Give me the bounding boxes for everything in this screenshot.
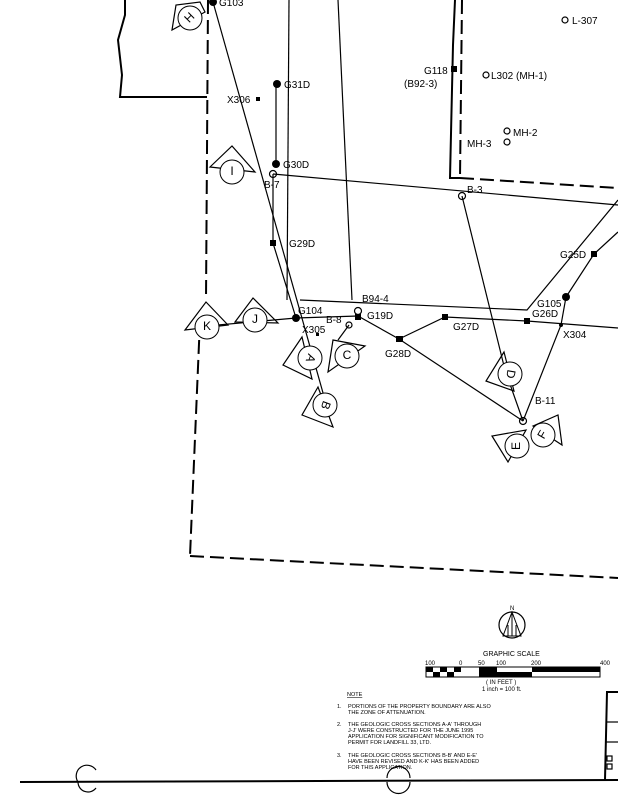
svg-text:PERMIT FOR LANDFILL 33, LTD.: PERMIT FOR LANDFILL 33, LTD. [348, 740, 432, 746]
section-marker-d: D [485, 350, 523, 392]
svg-text:( IN FEET ): ( IN FEET ) [486, 680, 516, 686]
svg-text:3.: 3. [337, 753, 342, 759]
section-marker-f: F [530, 414, 563, 448]
landfill-cell-lines [286, 0, 618, 311]
svg-text:APPLICATION FOR SIGNIFICANT MO: APPLICATION FOR SIGNIFICANT MODIFICATION… [348, 734, 484, 740]
svg-text:THE GEOLOGIC CROSS SECTIONS B-: THE GEOLOGIC CROSS SECTIONS B-B' AND E-E… [348, 753, 477, 759]
section-marker-i: I [208, 145, 257, 185]
svg-text:200: 200 [531, 661, 542, 667]
well-label-g118: G118 [424, 66, 448, 77]
section-marker-k: K [183, 301, 230, 340]
well-label-b8: B-8 [326, 315, 342, 326]
well-label-g103: G103 [219, 0, 244, 9]
svg-text:2.: 2. [337, 722, 342, 728]
north-arrow: N [498, 606, 526, 639]
svg-text:FOR THIS APPLICATION.: FOR THIS APPLICATION. [348, 765, 413, 771]
well-label-b7: B-7 [264, 180, 280, 191]
svg-text:400: 400 [600, 661, 611, 667]
well-label-mh3: MH-3 [467, 139, 492, 150]
section-marker-h: H [171, 1, 206, 32]
svg-text:100: 100 [425, 661, 436, 667]
well-markers [209, 0, 597, 426]
well-label-x304: X304 [563, 330, 587, 341]
svg-text:J-J' WERE CONSTRUCTED FOR THE: J-J' WERE CONSTRUCTED FOR THE JUNE 1995 [348, 728, 473, 734]
well-label-b11: B-11 [535, 396, 556, 407]
sheet-border-bottom [19, 764, 618, 795]
well-label-x305: X305 [302, 325, 326, 336]
well-label-b3: B-3 [467, 185, 483, 196]
well-label-g28d: G28D [385, 349, 411, 360]
title-block-edge [604, 691, 618, 781]
svg-text:0: 0 [459, 661, 463, 667]
svg-text:C: C [343, 348, 352, 362]
section-lines [212, 1, 618, 422]
section-marker-j: J [233, 297, 280, 333]
svg-text:HAVE BEEN REVISED AND K-K' HAS: HAVE BEEN REVISED AND K-K' HAS BEEN ADDE… [348, 759, 479, 765]
svg-text:I: I [230, 164, 233, 178]
section-marker-a: A [282, 335, 323, 381]
graphic-scale: GRAPHIC SCALE 100 0 50 100 200 400 ( IN … [425, 651, 611, 693]
notes-heading: NOTE [347, 692, 363, 698]
property-boundary [116, 0, 618, 579]
svg-text:GRAPHIC SCALE: GRAPHIC SCALE [483, 651, 540, 658]
svg-text:D: D [503, 369, 518, 380]
svg-text:1.: 1. [337, 704, 342, 710]
well-label-g19d: G19D [367, 311, 393, 322]
well-label-mh2: MH-2 [513, 128, 538, 139]
well-label-l302: L302 (MH-1) [491, 71, 547, 82]
well-label-g26d: G26D [532, 309, 558, 320]
svg-text:PORTIONS OF THE PROPERTY BOUND: PORTIONS OF THE PROPERTY BOUNDARY ARE AL… [348, 704, 491, 710]
svg-text:J: J [252, 312, 258, 326]
svg-text:N: N [510, 606, 514, 612]
well-label-g104: G104 [298, 306, 323, 317]
well-label-g29d: G29D [289, 239, 315, 250]
well-label-x306: X306 [227, 95, 251, 106]
svg-text:E: E [509, 442, 523, 450]
svg-text:THE ZONE OF ATTENUATION.: THE ZONE OF ATTENUATION. [348, 710, 426, 716]
section-marker-b: B [301, 385, 338, 429]
section-marker-c: C [327, 339, 367, 374]
well-label-g27d: G27D [453, 322, 479, 333]
well-label-l307: L-307 [572, 16, 598, 27]
svg-text:1 inch = 100 ft.: 1 inch = 100 ft. [482, 687, 522, 693]
svg-text:100: 100 [496, 661, 507, 667]
svg-text:K: K [203, 319, 211, 333]
well-label-g105: G105 [537, 299, 562, 310]
section-marker-e: E [491, 429, 530, 464]
well-label-b94-4: B94-4 [362, 294, 389, 305]
svg-text:50: 50 [478, 661, 485, 667]
well-label-g25d: G25D [560, 250, 586, 261]
svg-text:THE GEOLOGIC CROSS SECTIONS A-: THE GEOLOGIC CROSS SECTIONS A-A' THROUGH [348, 722, 481, 728]
well-label-g30d: G30D [283, 160, 309, 171]
well-label-b92-3: (B92-3) [404, 79, 437, 90]
notes-block: NOTE 1. PORTIONS OF THE PROPERTY BOUNDAR… [337, 692, 491, 771]
well-label-g31d: G31D [284, 80, 310, 91]
